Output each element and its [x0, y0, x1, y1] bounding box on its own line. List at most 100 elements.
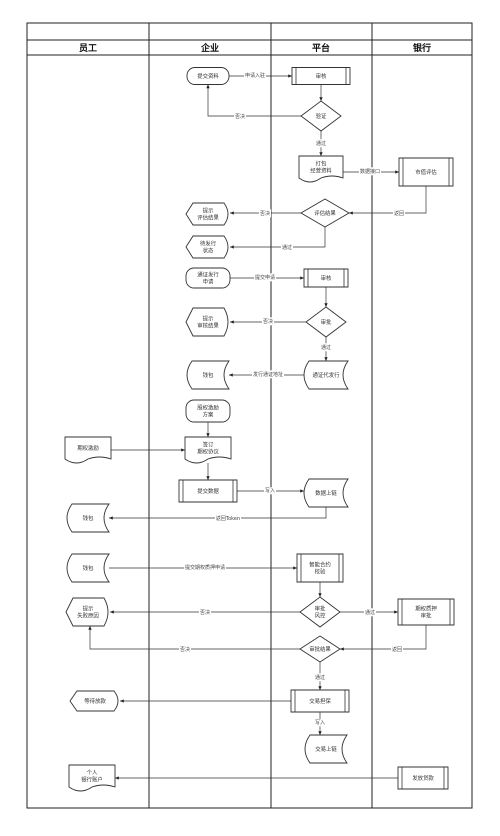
node-shape	[290, 689, 350, 713]
flow-node-decision[interactable]: 验证	[300, 100, 342, 132]
flow-node-storage[interactable]: 数据上链	[303, 478, 349, 508]
node-label: 审核	[321, 274, 332, 282]
flow-node-process[interactable]: 交易担保	[290, 689, 350, 713]
flow-node-decision[interactable]: 评估结果	[300, 198, 350, 228]
node-label: 发放贷款	[412, 774, 434, 782]
edge-label: 写入	[315, 720, 325, 726]
node-shape	[296, 553, 344, 583]
edge-label: 通过	[315, 674, 325, 681]
edge-label: 写入	[265, 488, 275, 494]
edge-label: 否决	[200, 609, 210, 616]
node-label: 通证发行	[197, 271, 219, 279]
lane-header-enterprise: 企业	[200, 42, 219, 54]
node-label: 提示	[83, 605, 94, 613]
node-shape	[184, 436, 232, 464]
flow-node-document[interactable]: 期权激励	[64, 436, 112, 464]
node-label: 提示	[203, 207, 214, 215]
node-label: 经营资料	[310, 167, 332, 175]
flow-node-display[interactable]: 等待放款	[69, 690, 119, 712]
node-shape	[397, 766, 449, 790]
node-shape	[303, 360, 349, 390]
flow-node-storage[interactable]: 钱包	[66, 553, 110, 583]
flow-node-process[interactable]: 提交数据	[178, 479, 238, 503]
swimlane-frame	[26, 22, 473, 809]
node-shape	[299, 596, 341, 628]
edge-label: 通过	[316, 140, 326, 147]
flow-node-storage[interactable]: 钱包	[186, 360, 230, 390]
edge-label: 否决	[260, 210, 270, 217]
connector-arrow	[206, 84, 301, 117]
node-label: 市值评估	[415, 168, 437, 176]
node-label: 审核	[316, 72, 327, 80]
node-shape	[185, 267, 231, 289]
edge-label: 申请入驻	[245, 72, 265, 79]
flow-node-process[interactable]: 发放贷款	[397, 766, 449, 790]
edge-label: 通过	[282, 244, 292, 251]
flow-node-decision[interactable]: 审批结果	[299, 635, 341, 663]
connector-arrow	[88, 626, 300, 650]
edge-label: 返回	[392, 646, 402, 653]
node-label: 个人	[87, 770, 98, 777]
node-shape	[185, 399, 231, 423]
node-shape	[397, 598, 455, 626]
edge-label: 否决	[263, 318, 273, 325]
connector-arrow	[230, 227, 326, 249]
node-label: 等待放款	[84, 697, 106, 705]
node-shape	[300, 100, 342, 132]
node-label: 审核结果	[197, 322, 219, 330]
node-label: 待发行	[200, 240, 217, 248]
node-label: 审批结果	[309, 645, 331, 653]
edge-label: 否决	[180, 646, 190, 653]
node-label: 状态	[203, 247, 214, 255]
node-label: 交易上链	[315, 745, 337, 753]
flow-node-process[interactable]: 市值评估	[398, 157, 454, 187]
node-shape	[300, 198, 350, 228]
node-shape	[178, 479, 238, 503]
node-label: 申请	[203, 278, 214, 286]
flow-node-terminal[interactable]: 提交资料	[186, 67, 230, 85]
edge-label: 提交申请	[255, 274, 275, 281]
node-shape	[68, 764, 116, 792]
node-shape	[299, 635, 341, 663]
node-shape	[298, 155, 344, 183]
node-label: 审批	[321, 318, 332, 326]
flow-node-process[interactable]: 审核	[291, 67, 351, 85]
flow-node-storage[interactable]: 钱包	[66, 503, 110, 533]
node-label: 期权激励	[77, 444, 99, 452]
edge-label: 通过	[365, 609, 375, 616]
flow-node-process[interactable]: 审核	[303, 268, 349, 288]
edge-label: 返回	[394, 210, 404, 217]
node-label: 打包	[316, 160, 327, 168]
edges-layer: 申请入驻否决通过数据接口返回否决通过提交申请否决通过发行通证地址写入返回Toke…	[88, 71, 427, 780]
flow-node-storage[interactable]: 通证代发行	[303, 360, 349, 390]
node-label: 验证	[316, 112, 327, 120]
node-label: 钱包	[203, 371, 214, 379]
node-label: 期权协议	[197, 448, 219, 456]
node-shape	[65, 597, 109, 627]
node-shape	[185, 202, 229, 226]
flow-node-storage[interactable]: 交易上链	[304, 734, 348, 764]
node-label: 签订	[203, 441, 214, 449]
node-shape	[398, 157, 454, 187]
node-label: 评估结果	[314, 209, 336, 217]
edge-label: 否决	[235, 113, 245, 120]
node-shape	[69, 690, 119, 712]
lane-header-bank: 银行	[413, 42, 431, 54]
flow-node-decision[interactable]: 审批	[305, 306, 347, 338]
edge-label: 提交期权质押申请	[185, 564, 225, 571]
lane-header-platform: 平台	[312, 42, 330, 54]
node-shape	[305, 306, 347, 338]
